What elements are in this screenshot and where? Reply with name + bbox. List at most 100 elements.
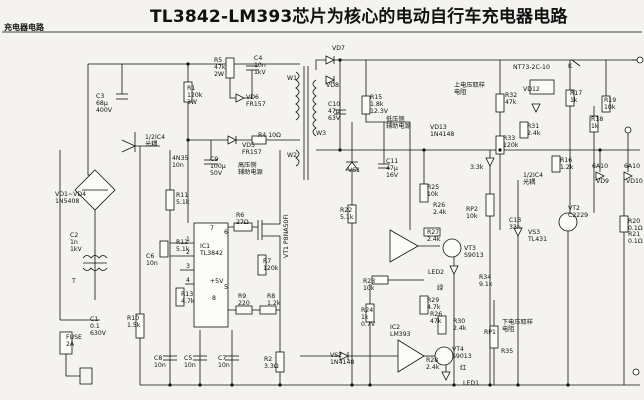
resistor-R13: [175, 287, 185, 307]
label-led2: LED2: [428, 269, 444, 276]
label-rp1: RP1: [484, 329, 496, 336]
resistor-R12: [159, 240, 169, 258]
label-up: 上电压取样电阻: [454, 81, 485, 96]
label-w3: W3: [316, 130, 326, 137]
label-red: 红: [460, 364, 466, 372]
label-pin1: 1: [186, 236, 190, 243]
label-lowaux: 低压侧辅助电源: [386, 115, 411, 130]
label-plus5: +5V: [210, 278, 224, 285]
resistor-R15: [361, 95, 371, 115]
label-aux: 高压侧辅助电源: [238, 161, 263, 176]
resistor-R29: [419, 295, 429, 315]
label-pin4: 4: [186, 277, 190, 284]
page-title: TL3842-LM393芯片为核心的电动自行车充电器电路: [150, 7, 568, 27]
label-w1: W1: [287, 75, 297, 82]
resistor-R1: [183, 81, 193, 103]
label-t: T: [71, 278, 76, 285]
output-terminal: [636, 56, 644, 64]
label-led1: LED1: [463, 380, 479, 387]
resistor-R11: [165, 189, 175, 211]
resistor-R27: [423, 227, 441, 237]
label-3.3k: 3.3k: [470, 164, 484, 171]
pot-RP2: [485, 193, 495, 217]
transistor-vt3: [442, 238, 462, 258]
section-label: 充电器电路: [4, 23, 44, 32]
label-nt73: NT73-2C-10: [513, 64, 550, 71]
resistor-R30: [437, 315, 447, 335]
wiring: [2, 31, 644, 387]
label-pin5: 5: [224, 284, 228, 291]
label-k: K: [568, 63, 573, 70]
resistor-R5: [225, 57, 235, 79]
transistor-vt4: [434, 346, 454, 366]
label-green: 绿: [437, 284, 444, 292]
label-vd9: VD9: [596, 178, 609, 185]
label-vt1: VT1 P8NA50FI: [283, 214, 290, 258]
label-vd12: VD12: [523, 86, 540, 93]
resistor-R6: [233, 222, 253, 232]
label-pin3: 3: [186, 263, 190, 270]
resistor-R16: [551, 155, 561, 173]
resistor-R22: [347, 204, 357, 224]
label-r35: R35: [501, 348, 513, 355]
label-vd7: VD7: [332, 45, 345, 52]
label-pin7: 7: [210, 225, 214, 232]
resistor-R7: [257, 254, 267, 276]
resistor-R10: [135, 313, 145, 339]
resistor-R2: [275, 351, 285, 373]
label-vd8: VD8: [326, 82, 339, 89]
label-pin6: 6: [224, 229, 228, 236]
comparator-lower: [397, 339, 425, 373]
ic1-tl3842: [193, 222, 229, 328]
resistor-R31: [519, 121, 529, 139]
resistor-R23: [371, 275, 389, 285]
label-vd10: VD10: [626, 178, 643, 185]
resistor-R8: [259, 305, 277, 315]
resistor-R32: [495, 93, 505, 113]
